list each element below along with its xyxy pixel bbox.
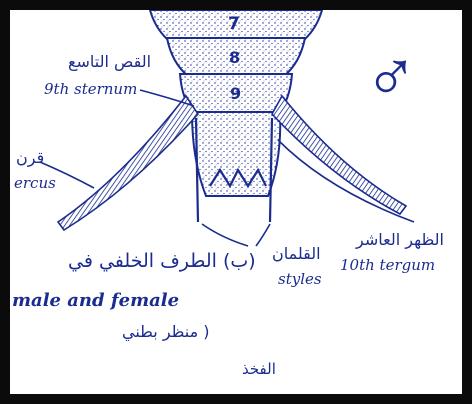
tenth-tergum-label-ar: الظهر العاشر <box>356 232 444 248</box>
ninth-sternum-label-ar: القص التاسع <box>68 54 151 70</box>
segment-label-9: 9 <box>230 86 241 102</box>
leader-styles-left <box>202 224 248 246</box>
male-symbol-icon: ♂ <box>364 40 418 112</box>
ninth-sternum-label-en: 9th sternum <box>44 82 137 97</box>
tenth-tergum-lobe <box>192 112 280 196</box>
segment-label-8: 8 <box>229 50 240 66</box>
tenth-tergum-label-en: 10th tergum <box>340 258 435 273</box>
cercus-label-ar: قرن <box>16 150 44 166</box>
caption-bottom-word: الفخذ <box>242 362 276 377</box>
figure-paper: 7 8 9 القص التاسع 9th sternum قرن ercus … <box>10 10 462 394</box>
segment-label-7: 7 <box>228 16 240 33</box>
caption-line-2: male and female <box>12 292 179 310</box>
styles-label-en: styles <box>278 272 322 287</box>
styles-label-ar: القلمان <box>272 246 321 262</box>
caption-line-1: (ب) الطرف الخلفي في <box>68 252 256 271</box>
cercus-label-en: ercus <box>14 176 56 191</box>
left-cercus <box>58 96 198 230</box>
caption-line-3: ( منظر بطني <box>122 324 210 340</box>
leader-styles-right <box>256 224 270 246</box>
